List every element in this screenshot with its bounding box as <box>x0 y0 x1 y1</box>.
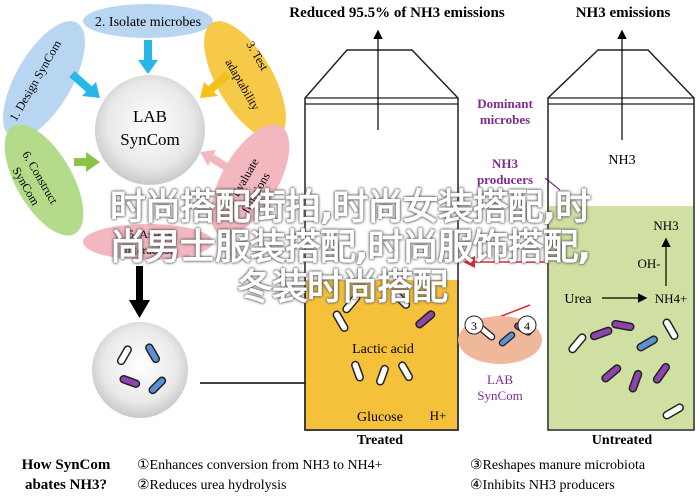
step5-label-line2: interaction <box>124 243 175 257</box>
treated-container <box>304 49 459 431</box>
lactic-acid-label: Lactic acid <box>352 342 414 357</box>
legend-heading-line1: How SynCom <box>22 457 111 473</box>
untreated-bacteria <box>568 318 684 420</box>
untreated-caption: Untreated <box>592 433 653 448</box>
legend-item1: ①Enhances conversion from NH3 to NH4+ <box>137 458 383 473</box>
producers-label-line1: NH3 <box>492 156 519 171</box>
lab-label-line2: SynCom <box>477 388 523 403</box>
circle4-label: 4 <box>524 319 530 333</box>
bacteria-cluster <box>116 343 167 395</box>
oh-label: OH- <box>637 256 660 271</box>
legend-heading-line2: abates NH3? <box>25 477 107 493</box>
circle3-label: 3 <box>471 319 477 333</box>
step5-label-line1: 5. Assess <box>128 227 172 241</box>
legend-item2: ②Reduces urea hydrolysis <box>137 478 286 493</box>
syncom-circle <box>92 322 188 418</box>
h-plus-label: H+ <box>430 408 447 423</box>
arrow-from-step1 <box>69 71 100 98</box>
overlay-line2: 尚男士服装搭配,时尚服饰搭配, <box>109 227 591 268</box>
treated-title: Reduced 95.5% of NH3 emissions <box>289 5 505 21</box>
overlay-line1: 时尚搭配街拍,时尚女装搭配,时 <box>109 187 591 228</box>
step5-ellipse <box>83 224 213 260</box>
arrow-from-step4 <box>200 150 231 172</box>
arrow-from-step2 <box>138 40 158 74</box>
step1-ellipse <box>3 21 85 139</box>
step6-ellipse <box>4 124 84 236</box>
center-title-line1: LAB <box>133 107 167 126</box>
center-title-line2: SynCom <box>120 130 180 149</box>
overlay-line3: 冬装时尚搭配 <box>236 267 448 308</box>
center-circle <box>95 75 205 185</box>
untreated-title: NH3 emissions <box>576 5 671 21</box>
treated-bacteria <box>332 289 436 386</box>
step4-ellipse <box>210 124 290 236</box>
arrow-from-step3 <box>200 71 231 98</box>
down-arrow <box>129 266 150 318</box>
lab-label-line1: LAB <box>487 372 513 387</box>
treated-caption: Treated <box>357 433 403 448</box>
legend-item3: ③Reshapes manure microbiota <box>470 458 646 473</box>
step2-ellipse <box>83 4 213 38</box>
producers-label-line2: producers <box>477 172 533 187</box>
dominant-label-line2: microbes <box>480 112 530 127</box>
circle4-marker <box>517 315 537 335</box>
glucose-label: Glucose <box>357 410 403 425</box>
step3-ellipse <box>204 21 286 139</box>
nh4-label: NH4+ <box>655 291 688 306</box>
arrow-from-step6 <box>74 152 100 172</box>
legend-item4: ④Inhibits NH3 producers <box>470 478 615 493</box>
dominant-label-line1: Dominant <box>477 96 533 111</box>
circle3-marker <box>464 315 484 335</box>
step2-label: 2. Isolate microbes <box>95 15 201 30</box>
nh3-top-label: NH3 <box>608 153 635 168</box>
nh3-mid-label: NH3 <box>653 218 678 233</box>
urea-label: Urea <box>564 292 592 307</box>
